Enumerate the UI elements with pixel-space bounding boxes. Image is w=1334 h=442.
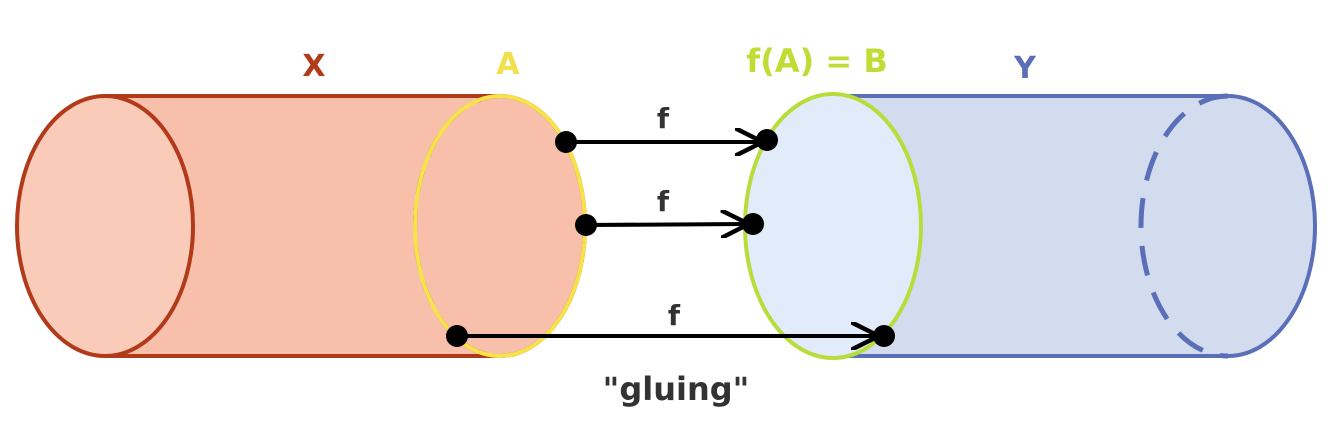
label-arrow-f-bottom: f: [668, 299, 681, 332]
label-y: Y: [1013, 51, 1037, 86]
label-b: f(A) = B: [746, 42, 887, 80]
space-x: [15, 94, 587, 358]
cylinder-y-body: [833, 94, 1317, 358]
arrow-f-bottom-start-dot: [446, 325, 468, 347]
arrow-f-top-start-dot: [555, 131, 577, 153]
label-arrow-f-top: f: [657, 102, 670, 135]
space-y: [833, 93, 1317, 359]
label-x: X: [302, 49, 325, 84]
cylinder-y-hidden-edge: [1138, 93, 1229, 359]
arrow-f-bottom-end-dot: [873, 325, 895, 347]
label-arrow-f-middle: f: [657, 185, 670, 218]
cylinder-x-left-end: [15, 94, 195, 358]
arrow-f-middle: [585, 224, 746, 225]
arrow-f-middle-start-dot: [575, 214, 597, 236]
caption-gluing: "gluing": [603, 370, 750, 408]
label-a: A: [496, 47, 520, 82]
arrow-f-middle-end-dot: [742, 213, 764, 235]
mapping-arrows: [446, 129, 895, 347]
arrow-f-top-end-dot: [756, 129, 778, 151]
